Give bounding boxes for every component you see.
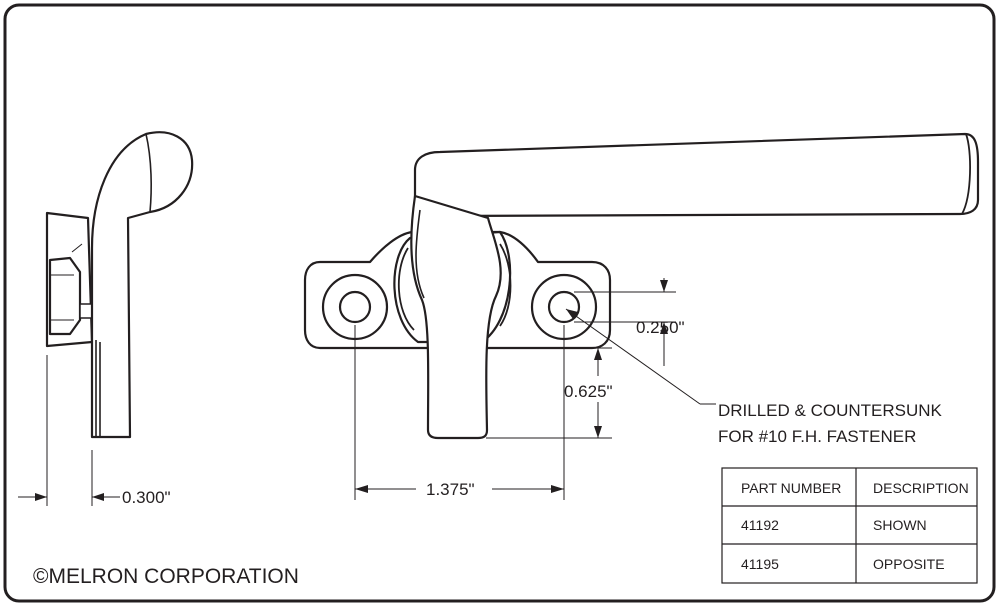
hole-diameter-dimension-label: 0.250" [636,318,685,337]
note-line-2: FOR #10 F.H. FASTENER [718,427,916,446]
thickness-dimension: 0.300" [18,355,171,507]
table-header-part-number: PART NUMBER [741,480,841,496]
front-view-handle [410,194,502,440]
hole-to-bottom-dimension-label: 0.625" [564,382,613,401]
note-line-1: DRILLED & COUNTERSUNK [718,401,943,420]
side-view [45,131,194,439]
copyright-label: ©MELRON CORPORATION [33,565,299,588]
hole-spacing-dimension-label: 1.375" [426,480,475,499]
side-view-handle [90,131,194,439]
drawing-border [3,3,996,603]
thickness-dimension-label: 0.300" [122,488,171,507]
table-cell-part-number: 41195 [741,556,779,572]
countersink-leader: DRILLED & COUNTERSUNK FOR #10 F.H. FASTE… [565,308,943,446]
hole-to-bottom-dimension: 0.625" [486,347,613,439]
table-cell-part-number: 41192 [741,517,779,533]
hole-spacing-dimension: 1.375" [354,325,565,500]
table-cell-description: OPPOSITE [873,556,945,572]
side-view-hub [48,256,82,336]
table-header-description: DESCRIPTION [873,480,969,496]
front-view [303,132,980,440]
hole-diameter-dimension: 0.250" [574,278,685,366]
parts-table: PART NUMBER DESCRIPTION 41192 SHOWN 4119… [721,467,978,584]
left-mounting-hole [338,290,372,324]
front-view-lever-arm [413,132,980,218]
right-mounting-hole [547,290,581,324]
table-cell-description: SHOWN [873,517,927,533]
